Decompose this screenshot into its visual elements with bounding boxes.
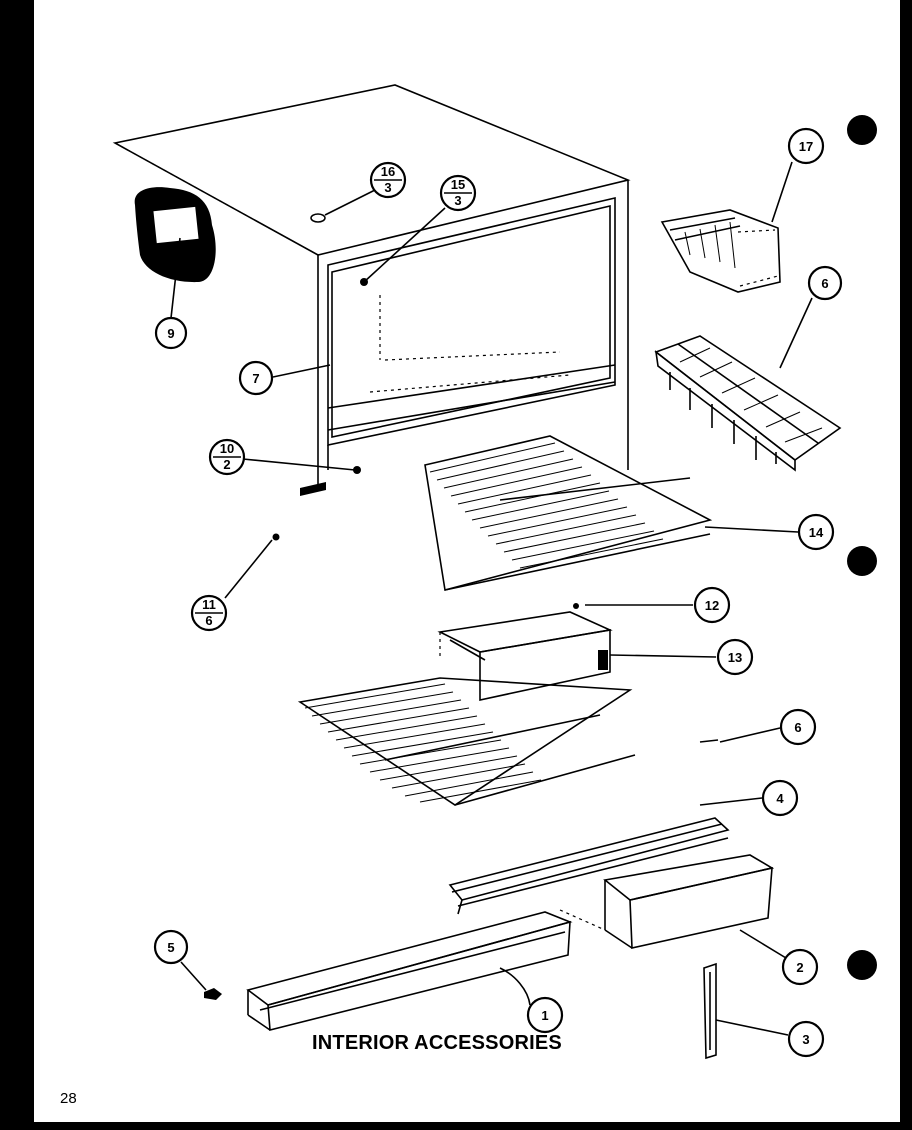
- small-clip: [204, 988, 222, 1000]
- callout-bottom-label: 6: [205, 613, 212, 628]
- cabinet-liner: [112, 84, 631, 490]
- callout-bottom-label: 3: [454, 193, 461, 208]
- callout-1: 1: [526, 996, 564, 1034]
- callout-4: 4: [761, 779, 799, 817]
- callout-10-2: 10 2: [208, 438, 246, 476]
- callout-3: 3: [787, 1020, 825, 1058]
- callout-12: 12: [693, 586, 731, 624]
- drawer-rail: [448, 817, 730, 915]
- callout-top-label: 10: [220, 441, 234, 456]
- callout-11-6: 11 6: [190, 594, 228, 632]
- callout-top-label: 15: [451, 177, 465, 192]
- bracket-screw-10: [300, 482, 326, 496]
- ice-cube-tray: [654, 335, 842, 472]
- callout-2: 2: [781, 948, 819, 986]
- callout-top-label: 11: [202, 597, 216, 612]
- ice-maker-assembly: [660, 209, 781, 293]
- callout-9: 9: [154, 316, 188, 350]
- callout-label: 13: [728, 650, 742, 665]
- callout-6-upper: 6: [807, 265, 843, 301]
- callout-top-label: 16: [381, 164, 395, 179]
- callout-label: 4: [776, 791, 784, 806]
- callout-bottom-label: 3: [384, 180, 391, 195]
- callout-label: 17: [799, 139, 813, 154]
- callout-7: 7: [238, 360, 274, 396]
- support-bracket: [703, 962, 717, 1060]
- callout-14: 14: [797, 513, 835, 551]
- callout-13: 13: [716, 638, 754, 676]
- crisper-cover: [437, 603, 613, 701]
- bottom-trim: [246, 911, 573, 1032]
- callout-16-3: 16 3: [369, 161, 407, 199]
- callout-label: 12: [705, 598, 719, 613]
- upper-wire-shelf: [424, 435, 713, 591]
- callout-label: 5: [167, 940, 174, 955]
- lower-wire-shelf: [297, 677, 719, 806]
- screw-10: [353, 466, 361, 474]
- drawer-front: [559, 854, 775, 949]
- callout-label: 6: [821, 276, 828, 291]
- label-patch: [134, 187, 216, 283]
- callout-label: 7: [252, 371, 259, 386]
- screw-11: [272, 533, 280, 541]
- registration-dot-bottom: [847, 950, 877, 980]
- callout-15-3: 15 3: [439, 174, 477, 212]
- registration-dot-middle: [847, 546, 877, 576]
- callout-bottom-label: 2: [223, 457, 230, 472]
- page-number: 28: [60, 1090, 77, 1107]
- callout-label: 3: [802, 1032, 809, 1047]
- callout-label: 6: [794, 720, 801, 735]
- registration-dot-top: [847, 115, 877, 145]
- callout-label: 2: [796, 960, 803, 975]
- leader-lines: [170, 161, 813, 1036]
- callout-6-lower: 6: [779, 708, 817, 746]
- callout-label: 14: [809, 525, 824, 540]
- callout-17: 17: [787, 127, 825, 165]
- callout-label: 9: [167, 326, 174, 341]
- screw-16: [310, 213, 326, 223]
- callout-label: 1: [541, 1008, 548, 1023]
- diagram-caption: INTERIOR ACCESSORIES: [312, 1032, 562, 1054]
- callout-5: 5: [153, 929, 189, 965]
